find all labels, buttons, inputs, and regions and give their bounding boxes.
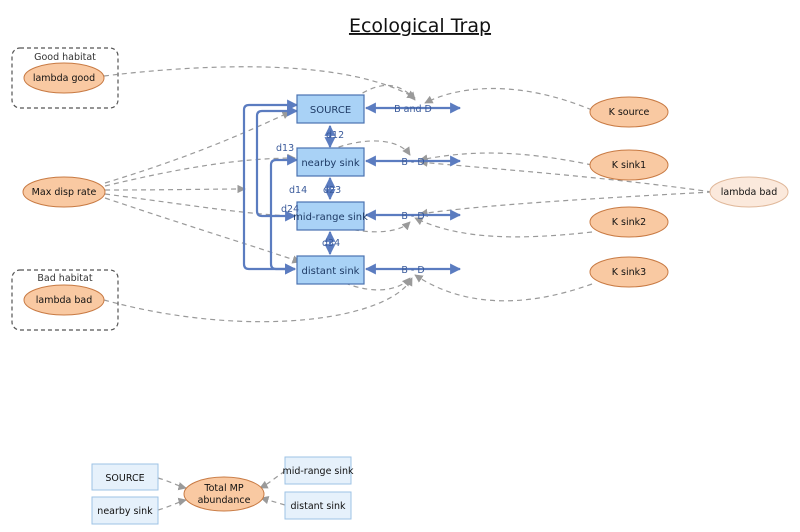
connector-maxdisp-1 <box>104 153 296 187</box>
converter-k-source[interactable]: K source <box>589 96 669 128</box>
dispersal-nearby-to-distant <box>269 154 299 275</box>
connector-maxdisp-2 <box>104 184 246 194</box>
stock-mid-range-sink-label: mid-range sink <box>293 212 368 223</box>
converter-k-sink2[interactable]: K sink2 <box>589 206 669 238</box>
ghost-stock-nearby-sink-label: nearby sink <box>97 506 153 517</box>
distance-label-d24: d24 <box>281 204 299 215</box>
distance-label-d13: d13 <box>276 143 294 154</box>
bad-habitat-box[interactable]: Bad habitat <box>11 269 119 331</box>
connector-lambda-bad-to-distant-flow <box>103 277 413 323</box>
converter-max-disp-rate[interactable]: Max disp rate <box>22 176 106 208</box>
connector-ghost-source-to-total <box>157 477 187 491</box>
k-sink1-label: K sink1 <box>612 160 646 171</box>
good-habitat-box[interactable]: Good habitat <box>11 47 119 109</box>
lambda-good-label: lambda good <box>33 73 95 84</box>
connector-maxdisp-3 <box>104 193 296 221</box>
stock-nearby-sink[interactable]: nearby sink <box>296 147 365 177</box>
ghost-stock-source[interactable]: SOURCE <box>91 463 159 491</box>
connector-k-sink2 <box>414 217 593 238</box>
connector-midrange-flow-1 <box>344 221 411 233</box>
ghost-stock-distant-sink-label: distant sink <box>290 501 346 512</box>
k-sink3-label: K sink3 <box>612 267 646 278</box>
stock-mid-range-sink[interactable]: mid-range sink <box>293 201 368 231</box>
total-mp-label-line2: abundance <box>198 495 251 506</box>
flow-label-midrange[interactable]: B - D <box>401 211 424 222</box>
connector-maxdisp-5 <box>104 111 291 184</box>
distance-label-d23: d23 <box>323 185 341 196</box>
stock-distant-sink[interactable]: distant sink <box>296 255 365 285</box>
connector-nearby-flow-1 <box>329 140 411 156</box>
connector-k-sink3 <box>414 274 593 302</box>
total-panel-connectors <box>157 470 286 511</box>
stock-source-label: SOURCE <box>310 105 351 116</box>
stock-source[interactable]: SOURCE <box>296 94 365 124</box>
good-habitat-label: Good habitat <box>34 52 96 63</box>
ghost-stock-source-label: SOURCE <box>105 473 144 484</box>
flow-label-nearby[interactable]: B - D <box>401 157 424 168</box>
flow-label-distant[interactable]: B - D <box>401 265 424 276</box>
dispersal-source-to-distant <box>242 99 299 275</box>
ghost-lambda-bad-label: lambda bad <box>721 187 778 198</box>
stock-nearby-sink-label: nearby sink <box>301 158 360 169</box>
lambda-bad-label: lambda bad <box>36 295 93 306</box>
dispersal-flow-lines <box>242 99 336 275</box>
connector-ghost-distant-to-total <box>260 496 286 506</box>
converter-k-sink1[interactable]: K sink1 <box>589 149 669 181</box>
connector-lambda-bad-ghost-1 <box>419 158 713 193</box>
distance-label-d34: d34 <box>322 238 340 249</box>
connector-distant-flow-1 <box>344 277 411 291</box>
connector-lambda-good-to-source-flow <box>103 66 416 99</box>
converter-total-mp-abundance[interactable]: Total MP abundance <box>183 476 265 512</box>
connector-ghost-midrange-to-total <box>259 470 286 489</box>
ghost-stock-distant-sink[interactable]: distant sink <box>284 491 352 520</box>
converter-lambda-bad[interactable]: lambda bad <box>23 284 105 316</box>
birth-death-flows <box>364 102 462 275</box>
converter-k-sink3[interactable]: K sink3 <box>589 256 669 288</box>
dispersal-source-to-midrange <box>255 105 299 222</box>
k-source-label: K source <box>609 107 650 118</box>
connector-k-source <box>424 87 593 111</box>
bad-habitat-label: Bad habitat <box>37 273 92 284</box>
distance-label-d14: d14 <box>289 185 307 196</box>
connector-source-flow-1 <box>354 84 416 101</box>
flow-label-source[interactable]: B and D <box>394 104 432 115</box>
max-disp-rate-label: Max disp rate <box>32 187 97 198</box>
ghost-stock-mid-range-sink-label: mid-range sink <box>282 466 354 477</box>
ghost-lambda-bad[interactable]: lambda bad <box>709 176 789 208</box>
distance-label-d12: d12 <box>326 130 344 141</box>
ghost-stock-nearby-sink[interactable]: nearby sink <box>91 496 159 525</box>
connector-lambda-bad-ghost-2 <box>419 191 713 218</box>
connector-ghost-nearby-to-total <box>157 497 187 511</box>
stock-distant-sink-label: distant sink <box>302 266 360 277</box>
diagram-title: Ecological Trap <box>349 15 491 37</box>
total-mp-label-line1: Total MP <box>203 483 243 494</box>
ghost-stock-mid-range-sink[interactable]: mid-range sink <box>282 456 354 485</box>
converter-lambda-good[interactable]: lambda good <box>23 62 105 94</box>
k-sink2-label: K sink2 <box>612 217 646 228</box>
connector-k-sink1 <box>419 152 593 166</box>
